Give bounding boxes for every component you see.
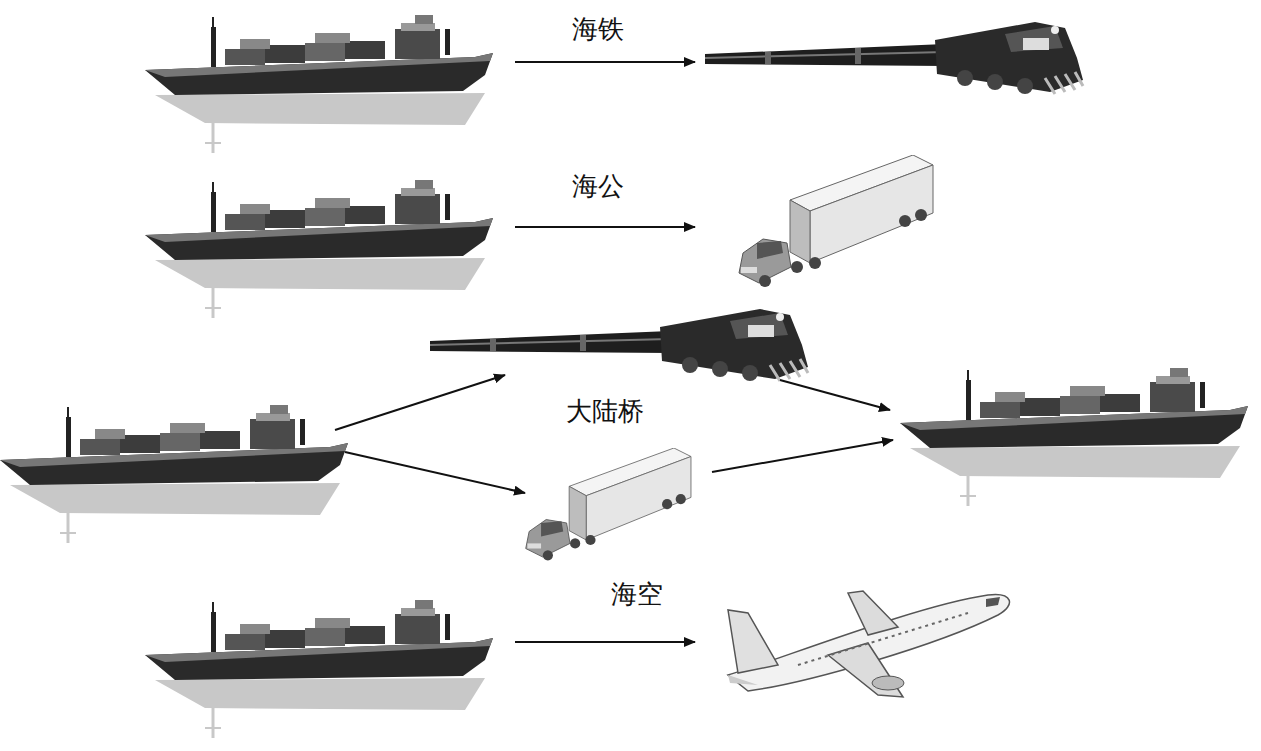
mode-label: 海公 bbox=[569, 171, 627, 202]
mode-label: 大陆桥 bbox=[563, 396, 647, 427]
mode-label: 海空 bbox=[608, 579, 666, 610]
mode-label: 海铁 bbox=[569, 14, 627, 45]
